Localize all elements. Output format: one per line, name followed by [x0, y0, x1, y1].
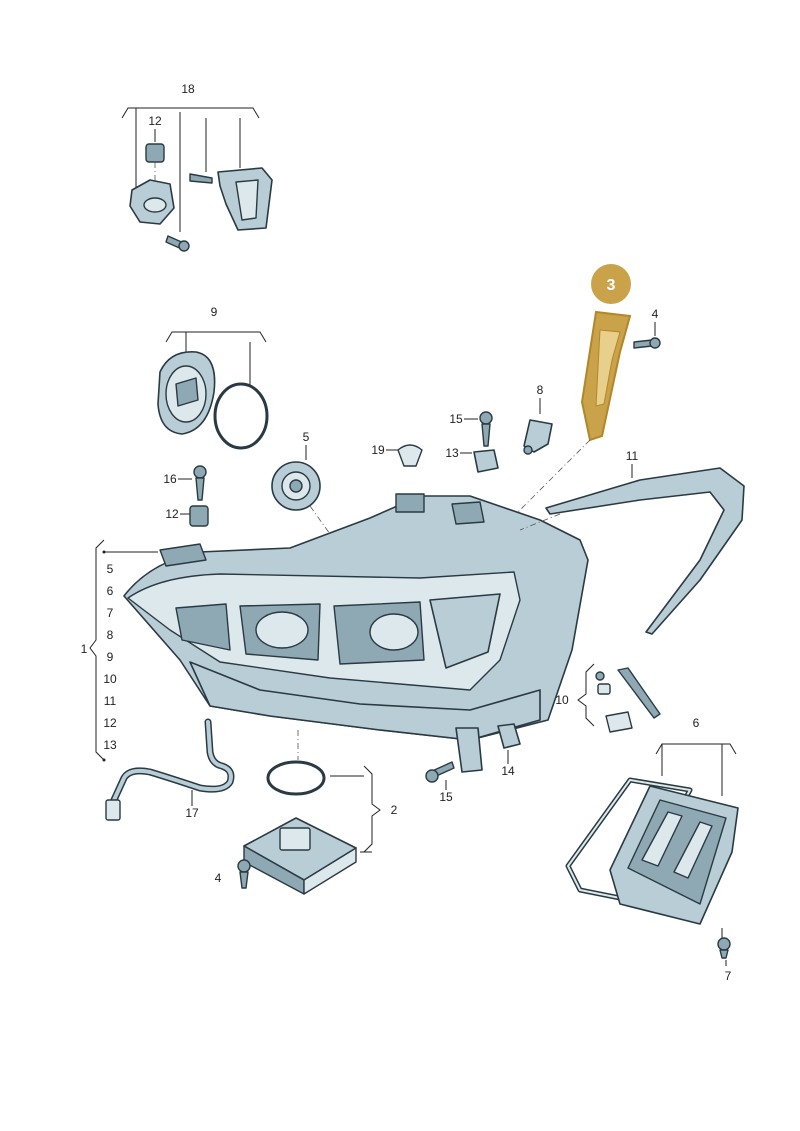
nut-part	[145, 143, 165, 163]
part-5-adjuster: 5	[271, 430, 331, 535]
part-2-group: 2	[243, 760, 398, 895]
part-19-plug: 19	[371, 443, 423, 467]
callout-19: 19	[371, 443, 385, 457]
callout-4-bottom: 4	[215, 871, 222, 885]
highlight-badge	[591, 264, 631, 304]
callout-5-upper: 5	[303, 430, 310, 444]
callout-15-bottom: 15	[439, 790, 453, 804]
seal-ring	[266, 760, 326, 796]
callout-13: 13	[445, 446, 459, 460]
part-17-hose: 17	[105, 718, 235, 821]
part-8-connector: 8	[523, 383, 553, 455]
part-6-group: 6 7	[565, 716, 739, 983]
part-14-clip: 14	[497, 723, 521, 778]
part-4-screw-bottom: 4	[215, 859, 251, 889]
callout-10: 10	[555, 693, 569, 707]
callout-12-mid: 12	[165, 507, 179, 521]
part-15-screw-bottom: 15	[425, 761, 455, 804]
headlamp-housing	[123, 493, 589, 773]
list-1-item: 9	[107, 650, 114, 664]
callout-7: 7	[725, 969, 732, 983]
seal-ring	[213, 382, 269, 450]
highlight-label: 3	[607, 277, 616, 294]
callout-18: 18	[181, 82, 195, 96]
part-4-screw-right: 4	[633, 307, 661, 349]
list-1-item: 8	[107, 628, 114, 642]
list-1-item: 5	[107, 562, 114, 576]
list-1-item: 7	[107, 606, 114, 620]
callout-12-top: 12	[148, 114, 162, 128]
callout-2: 2	[391, 803, 398, 817]
group-18-assembly: 18 12	[121, 82, 273, 252]
part-15-screw-top: 15	[449, 411, 493, 447]
part-11-gasket: 11	[519, 449, 745, 635]
callout-6: 6	[693, 716, 700, 730]
callout-14: 14	[501, 764, 515, 778]
callout-16: 16	[163, 472, 177, 486]
list-1-item: 6	[107, 584, 114, 598]
part-3-highlight: 3	[499, 264, 632, 531]
callout-4-right: 4	[652, 307, 659, 321]
list-1-item: 10	[103, 672, 117, 686]
part-13-clip: 13	[445, 446, 499, 473]
bracket-18	[121, 107, 260, 119]
part-12-nut-mid: 12	[165, 505, 209, 527]
callout-15-top: 15	[449, 412, 463, 426]
callout-11: 11	[626, 449, 639, 463]
screw-part	[189, 173, 213, 184]
list-1-item: 12	[103, 716, 117, 730]
part-10-group: 10	[555, 663, 661, 733]
callout-9: 9	[211, 305, 218, 319]
list-1-item: 13	[103, 738, 117, 752]
callout-1-list: 1 5 6 7 8 9 10 11 12 13	[81, 539, 158, 762]
callout-1: 1	[81, 642, 88, 656]
callout-17: 17	[185, 806, 199, 820]
group-9-cover: 9	[157, 305, 269, 450]
part-16-screw: 16	[163, 465, 207, 501]
callout-8: 8	[537, 383, 544, 397]
list-1-item: 11	[104, 694, 117, 708]
